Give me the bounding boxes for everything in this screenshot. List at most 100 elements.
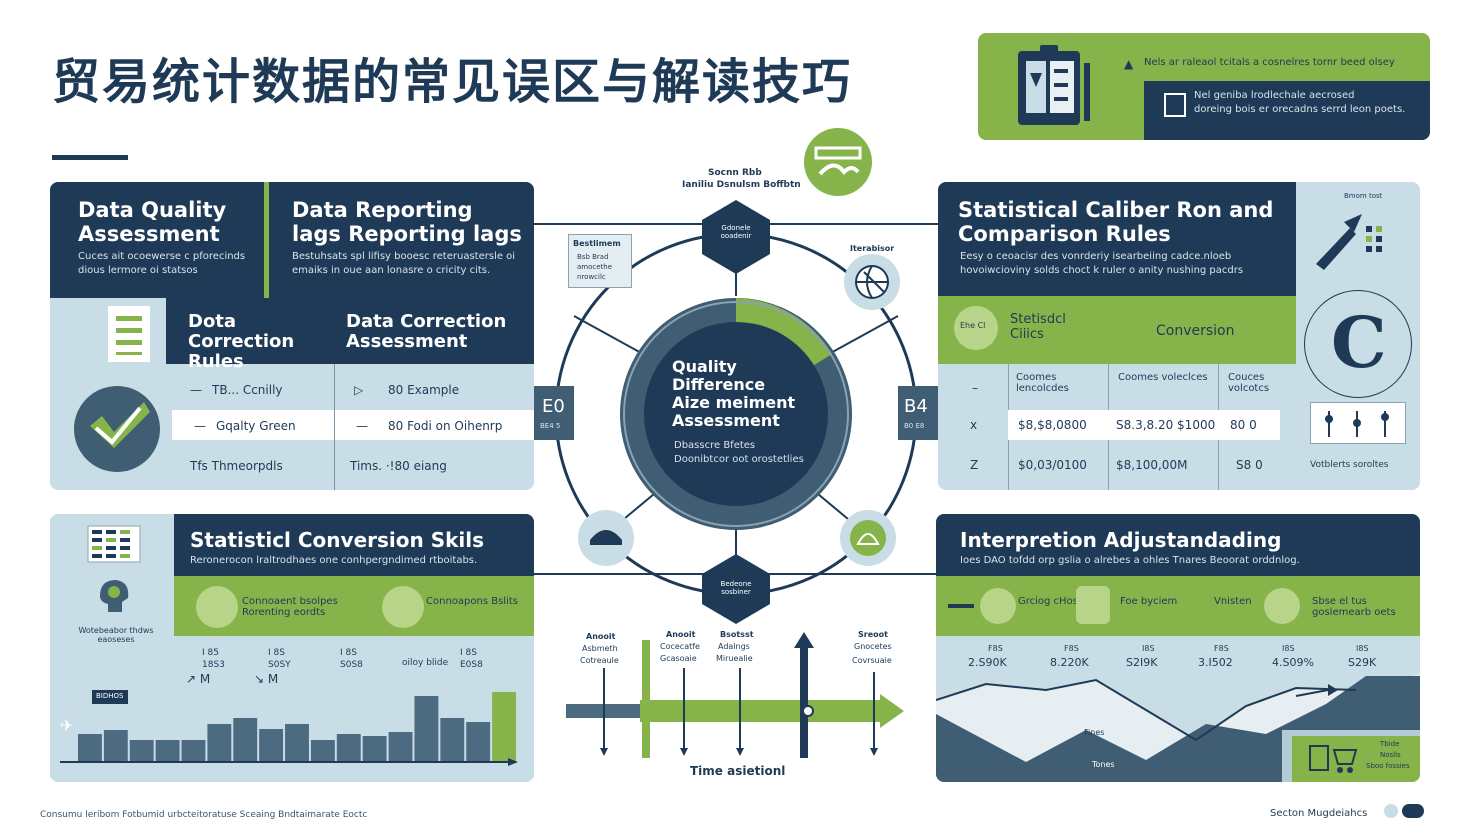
- hub-upper-left-card: Bestlimem Bsb Brad amocethe nrowcilc: [568, 234, 632, 288]
- interp-item-1: Grciog cHos: [1018, 596, 1078, 607]
- caliber-chip: Ehe Cl: [954, 306, 998, 350]
- interp-val-3: S2I9K: [1126, 656, 1158, 669]
- timeline-col-2-title: Anooit: [666, 630, 696, 639]
- bl-col2-a: I 8S: [268, 648, 285, 658]
- caliber-row-highlight: [1008, 410, 1280, 440]
- bl-col1-b: 18S3: [202, 660, 225, 670]
- conversion-header: [174, 514, 534, 576]
- page-title: 贸易统计数据的常见误区与解读技巧: [52, 54, 853, 110]
- conversion-sub: Reronerocon lraltrodhaes one conhpergndi…: [190, 555, 478, 566]
- hub-center-title: Quality Difference Aize meiment Assessme…: [672, 357, 796, 430]
- interp-top-3: I8S: [1142, 644, 1155, 653]
- document-icon: [1164, 93, 1186, 117]
- hub-lines: [534, 200, 938, 624]
- clipboard-icon: [1010, 43, 1096, 129]
- data-quality-panel: Data Quality Assessment Cuces ait ocoewe…: [50, 182, 534, 490]
- caliber-row2-c3: 80 0: [1230, 418, 1257, 432]
- row2-b: 80 Fodi on Oihenrp: [388, 419, 503, 433]
- globe-icon: [844, 254, 900, 310]
- bl-col1-a: I 85: [202, 648, 219, 658]
- hub-right-badge: B4 B0 E8: [898, 386, 938, 440]
- top-card-line-2a: Nel geniba lrodlechale aecrosed: [1194, 90, 1355, 101]
- bl-mark-1: ↗ M: [186, 672, 211, 686]
- bar-4: [155, 740, 180, 762]
- interpretion-title: Interpretion Adjustandading: [960, 528, 1282, 552]
- table-divider: [334, 364, 335, 490]
- interp-val-5: 4.S09%: [1272, 656, 1314, 669]
- bl-col4-a: I 8S: [460, 648, 477, 658]
- plane-icon: ✈: [60, 716, 74, 735]
- checkmark-icon: [74, 386, 160, 472]
- data-quality-header: [50, 182, 534, 298]
- conversion-chip-2: Connoapons Bslits: [426, 596, 518, 607]
- row2-b-mark: —: [356, 419, 368, 433]
- correction-assessment-title: Data Correction Assessment: [346, 311, 507, 352]
- bl-mark-2: ↘ M: [254, 672, 279, 686]
- hub-card-line-3: nrowcilc: [577, 273, 606, 281]
- reporting-lags-title: Data Reporting lags Reporting lags: [292, 198, 522, 246]
- interpretion-header: [936, 514, 1420, 576]
- bar-7: [233, 718, 258, 762]
- row1-b: 80 Example: [388, 383, 460, 397]
- row1-a: TB... Ccnilly: [212, 383, 283, 397]
- copyright-c-letter: C: [1331, 301, 1387, 384]
- interpretion-green-band: [936, 576, 1420, 636]
- hub-top-label-1: Socnn Rbb: [708, 168, 762, 178]
- timeline-graphic: [566, 632, 904, 758]
- top-card-line-2b: doreing bois er orecadns serrd leon poet…: [1194, 104, 1406, 115]
- hub-diagram: Socnn Rbb Ianiliu Dsnulsm Boffbtn Gdonel…: [534, 128, 938, 628]
- conversion-side-caption: Wotebeabor thdws eaoseses: [78, 626, 154, 644]
- caliber-header-2: Coomes voleclces: [1118, 372, 1208, 383]
- bar-1: [78, 734, 102, 762]
- interp-chart-label-1: Fines: [1084, 728, 1105, 737]
- bar-10: [310, 740, 335, 762]
- timeline-col-2-line-1: Cocecatfe: [660, 642, 700, 651]
- correction-row-highlight: [172, 410, 534, 440]
- timeline-col-4-line-2: Covrsuaie: [852, 656, 892, 665]
- item1-icon: [980, 588, 1016, 624]
- hub-top-label-2: Ianiliu Dsnulsm Boffbtn: [682, 180, 801, 190]
- correction-rules-title: Dota Correction Rules: [188, 311, 295, 372]
- header-divider: [264, 182, 269, 298]
- bar-chart-axis-arrow: [508, 758, 518, 766]
- corner-box: [1292, 736, 1420, 782]
- interp-item-2: Foe byciem: [1120, 596, 1178, 607]
- timeline-col-3-title: Bsotsst: [720, 630, 754, 639]
- timeline-col-1-title: Anooit: [586, 632, 616, 641]
- cart-doc-icon: [1308, 742, 1362, 776]
- bl-badge: BIDHOS: [92, 690, 128, 704]
- mini-chart-icon: [1310, 402, 1406, 444]
- hub-center-sub-2: Doonibtcor oot orostetlies: [674, 454, 804, 465]
- caliber-header: [938, 182, 1296, 296]
- green-label-1: Stetisdcl Ciiics: [1010, 312, 1066, 342]
- statistical-caliber-panel: Statistical Caliber Ron and Comparison R…: [938, 182, 1420, 490]
- conversion-chip-1: Connoaent bsolpes Rorenting eordts: [242, 596, 338, 618]
- tools-icon: Bmom tost: [1310, 192, 1400, 272]
- corner-line-3: Sboo fossies: [1366, 762, 1410, 770]
- tools-icon-caption: Bmom tost: [1344, 192, 1383, 200]
- bl-badge-text: BIDHOS: [96, 692, 124, 700]
- top-card-inner: Nel geniba lrodlechale aecrosed doreing …: [1144, 81, 1430, 140]
- conversion-title: Statisticl Conversion Skils: [190, 528, 485, 552]
- hub-right-value: B4: [904, 396, 928, 417]
- correction-subheader: [166, 298, 534, 364]
- hub-right-sub: B0 E8: [904, 422, 925, 430]
- interp-val-6: S29K: [1348, 656, 1377, 669]
- caliber-header-1: Coomes lencolcdes: [1016, 372, 1069, 394]
- caliber-row-mark-1: –: [972, 381, 978, 395]
- item4-icon: [1264, 588, 1300, 624]
- bar-17: [492, 692, 516, 762]
- interp-top-4: F8S: [1214, 644, 1229, 653]
- bar-15: [440, 718, 465, 762]
- top-right-card: ▲ Nels ar raleaol tcitals a cosnelres to…: [978, 33, 1430, 140]
- timeline: Anooit Asbmeth Cotreaule Anooit Cocecatf…: [560, 628, 910, 788]
- hub-left-badge: E0 BE4 5: [534, 386, 574, 440]
- interp-item-4: Sbse el tus goslemearb oets: [1312, 596, 1396, 618]
- timeline-col-4-line-1: Gnocetes: [854, 642, 892, 651]
- data-quality-title: Data Quality Assessment: [78, 198, 227, 246]
- bowl-icon: [578, 510, 634, 566]
- bl-col2-b: S0SY: [268, 660, 291, 670]
- row2-a: Gqalty Green: [216, 419, 296, 433]
- chip2-icon: [382, 586, 424, 628]
- interp-top-2: F8S: [1064, 644, 1079, 653]
